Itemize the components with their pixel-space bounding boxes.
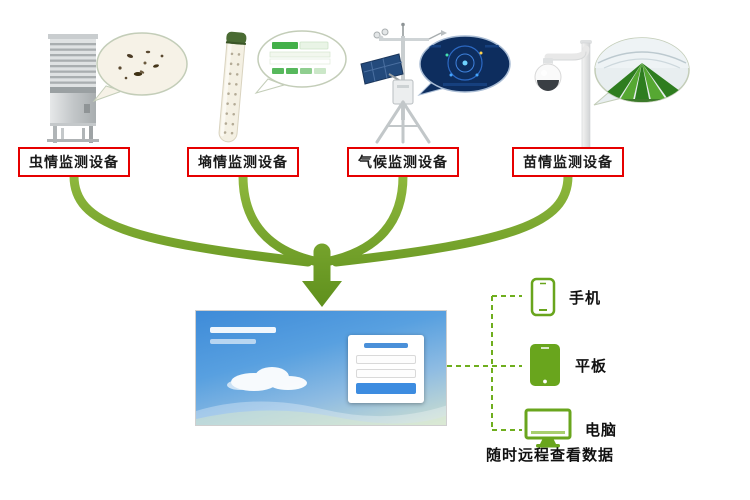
tablet-icon xyxy=(530,344,560,386)
client-tablet-label: 平板 xyxy=(575,356,608,375)
device-label-soil: 墒情监测设备 xyxy=(187,147,299,177)
client-computer-label: 电脑 xyxy=(585,420,618,439)
client-phone-row: 手机 xyxy=(530,276,601,318)
device-label-seedling: 苗情监测设备 xyxy=(512,147,624,177)
dashboard-detail xyxy=(269,41,331,74)
weather-screen-bubble xyxy=(417,35,511,96)
client-computer-row: 电脑 xyxy=(524,408,617,450)
platform-title-text xyxy=(210,327,276,333)
client-tablet-row: 平板 xyxy=(528,342,607,388)
insects-detail xyxy=(118,50,164,80)
pest-detail-bubble xyxy=(92,32,188,103)
seedling-camera-image xyxy=(534,40,592,149)
funnel-branches xyxy=(69,171,573,293)
platform-subtitle-text xyxy=(210,339,256,344)
cloud-platform-screenshot xyxy=(195,310,447,426)
greenhouse-view-bubble xyxy=(593,37,690,106)
dashed-connectors xyxy=(447,295,522,431)
platform-login-panel xyxy=(348,335,424,403)
grass-wave xyxy=(196,401,446,425)
weather-station-image xyxy=(360,22,447,144)
login-password-field xyxy=(356,369,416,378)
footer-note: 随时远程查看数据 xyxy=(486,446,615,464)
login-title-text xyxy=(364,343,408,348)
login-username-field xyxy=(356,355,416,364)
client-phone-label: 手机 xyxy=(569,288,602,307)
desktop-icon xyxy=(524,408,572,448)
soil-dashboard-bubble xyxy=(254,30,347,94)
cloud-icon xyxy=(227,367,307,391)
device-label-climate: 气候监测设备 xyxy=(347,147,459,177)
soil-moisture-probe-image xyxy=(218,31,247,143)
phone-icon xyxy=(530,277,556,317)
login-button xyxy=(356,383,416,394)
device-label-pest: 虫情监测设备 xyxy=(18,147,130,177)
monitor-screen-detail xyxy=(427,45,499,86)
down-arrow-head xyxy=(302,281,342,307)
pest-monitor-image xyxy=(47,34,99,143)
